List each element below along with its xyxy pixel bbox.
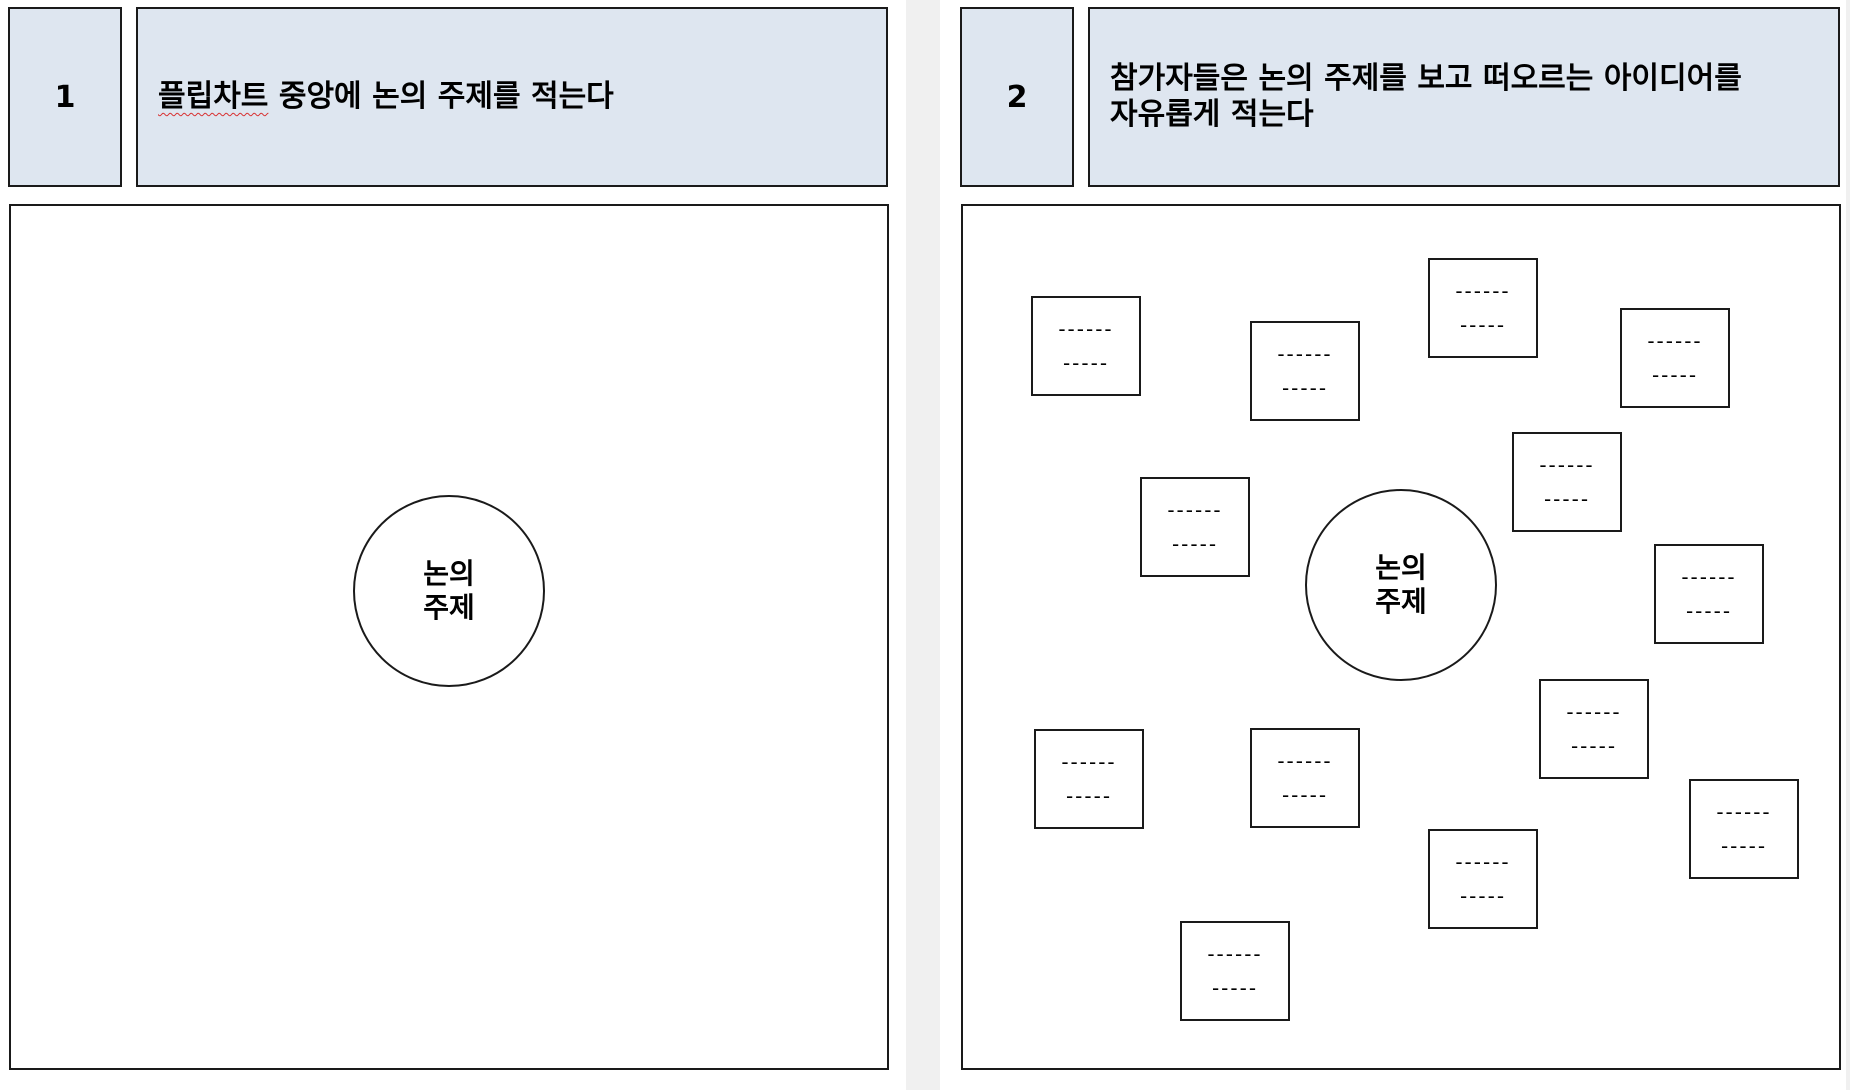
- idea-note: ------ -----: [1428, 258, 1538, 358]
- step-2-panel: 2 참가자들은 논의 주제를 보고 떠오르는 아이디어를 자유롭게 적는다 논의…: [940, 0, 1846, 1090]
- idea-note: ------ -----: [1250, 728, 1360, 828]
- idea-note: ------ -----: [1512, 432, 1622, 532]
- topic-circle: 논의 주제: [1305, 489, 1497, 681]
- idea-note: ------ -----: [1539, 679, 1649, 779]
- idea-note: ------ -----: [1620, 308, 1730, 408]
- idea-note: ------ -----: [1034, 729, 1144, 829]
- step-1-panel: 1 플립차트 중앙에 논의 주제를 적는다 논의 주제: [0, 0, 906, 1090]
- step-title-box: 플립차트 중앙에 논의 주제를 적는다: [136, 7, 888, 187]
- idea-note: ------ -----: [1250, 321, 1360, 421]
- topic-label: 논의 주제: [1375, 551, 1427, 618]
- topic-circle: 논의 주제: [353, 495, 545, 687]
- step-number-box: 2: [960, 7, 1074, 187]
- idea-note: ------ -----: [1654, 544, 1764, 644]
- idea-note: ------ -----: [1428, 829, 1538, 929]
- step-title: 플립차트 중앙에 논의 주제를 적는다: [158, 79, 614, 115]
- idea-note: ------ -----: [1140, 477, 1250, 577]
- step-title-rest: 중앙에 논의 주제를 적는다: [268, 79, 614, 114]
- spellcheck-underlined-word: 플립차트: [158, 79, 269, 114]
- step-number: 1: [54, 79, 76, 115]
- topic-label: 논의 주제: [423, 557, 475, 624]
- step-number-box: 1: [8, 7, 122, 187]
- idea-note: ------ -----: [1180, 921, 1290, 1021]
- step-title-box: 참가자들은 논의 주제를 보고 떠오르는 아이디어를 자유롭게 적는다: [1088, 7, 1840, 187]
- step-title: 참가자들은 논의 주제를 보고 떠오르는 아이디어를 자유롭게 적는다: [1110, 61, 1742, 132]
- step-number: 2: [1006, 79, 1028, 115]
- flipchart-canvas: 논의 주제: [9, 204, 889, 1070]
- idea-note: ------ -----: [1689, 779, 1799, 879]
- idea-note: ------ -----: [1031, 296, 1141, 396]
- flipchart-canvas: 논의 주제 ------ ----- ------ ----- ------ -…: [961, 204, 1841, 1070]
